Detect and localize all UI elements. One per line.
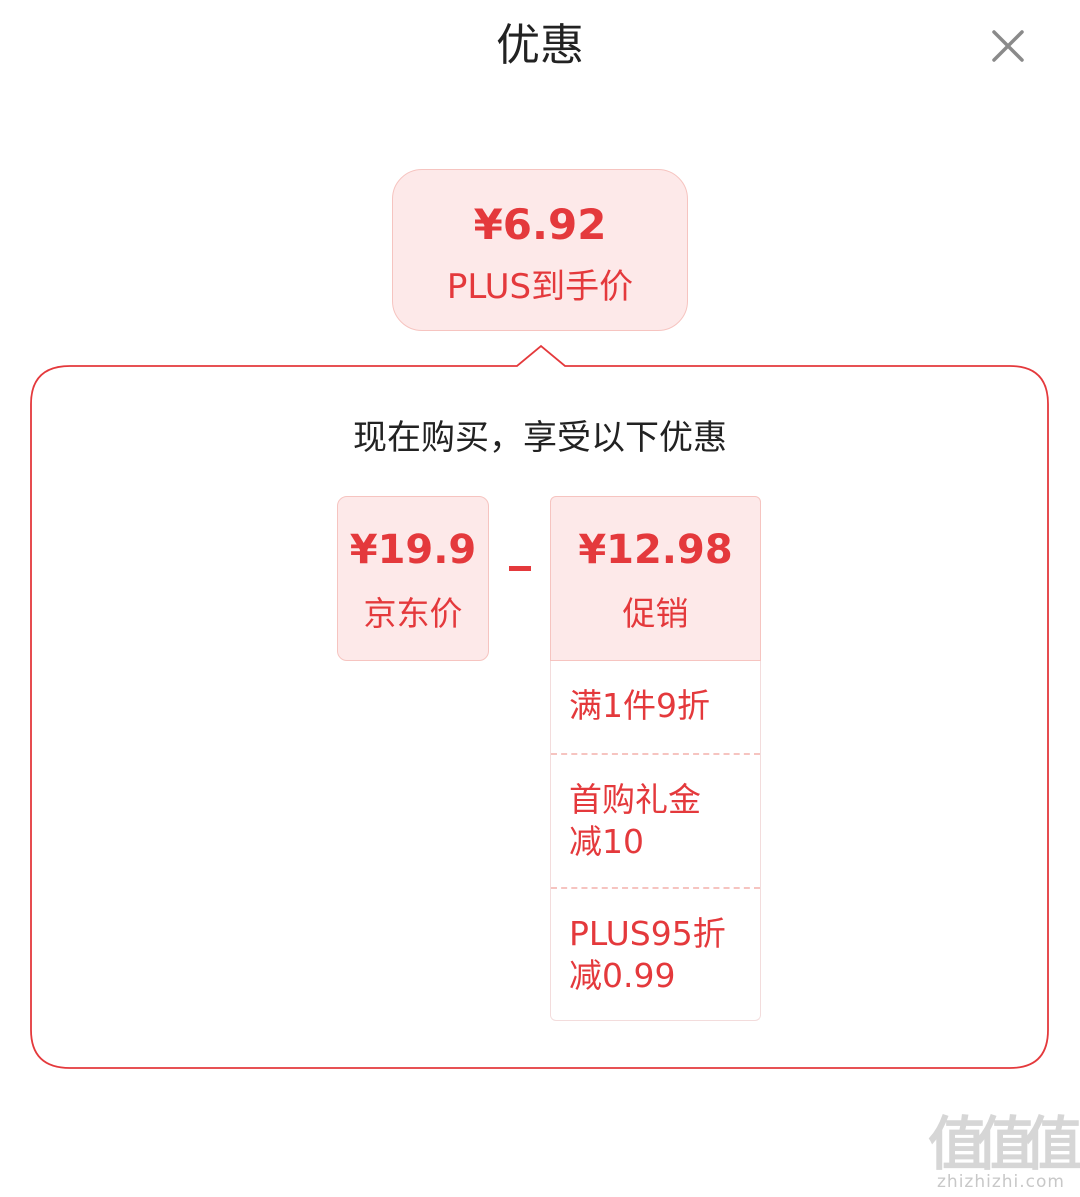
- watermark-domain: zhizhizhi.com: [937, 1172, 1065, 1192]
- final-price-label: PLUS到手价: [446, 267, 634, 307]
- page-title: 优惠: [496, 20, 584, 71]
- promotion-list: 满1件9折 首购礼金 减10 PLUS95折 减0.99: [550, 661, 761, 1021]
- jd-price-value: ¥19.9: [349, 527, 477, 573]
- minus-sign: [509, 566, 531, 571]
- jd-price-label: 京东价: [363, 594, 463, 633]
- divider: [551, 887, 760, 889]
- promotion-value: ¥12.98: [578, 527, 733, 573]
- watermark: 值 值 值 zhizhizhi.com: [928, 1110, 1080, 1192]
- promotion-card: ¥12.98 促销: [550, 496, 761, 661]
- close-icon: [992, 30, 1024, 62]
- promotion-item-plus: PLUS95折 减0.99: [569, 914, 726, 995]
- jd-price-card: ¥19.9 京东价: [337, 496, 489, 661]
- close-button[interactable]: [984, 22, 1032, 70]
- promotion-label: 促销: [622, 594, 689, 633]
- watermark-glyph: 值: [976, 1110, 1035, 1178]
- divider: [551, 753, 760, 755]
- promotion-item-discount: 满1件9折: [569, 686, 710, 725]
- final-price-value: ¥6.92: [473, 200, 607, 249]
- watermark-glyph: 值: [1024, 1110, 1080, 1178]
- final-price-badge: ¥6.92 PLUS到手价: [392, 169, 688, 331]
- discount-subtitle: 现在购买，享受以下优惠: [353, 418, 727, 458]
- promotion-item-gift: 首购礼金 减10: [569, 780, 701, 861]
- watermark-glyph: 值: [928, 1110, 987, 1178]
